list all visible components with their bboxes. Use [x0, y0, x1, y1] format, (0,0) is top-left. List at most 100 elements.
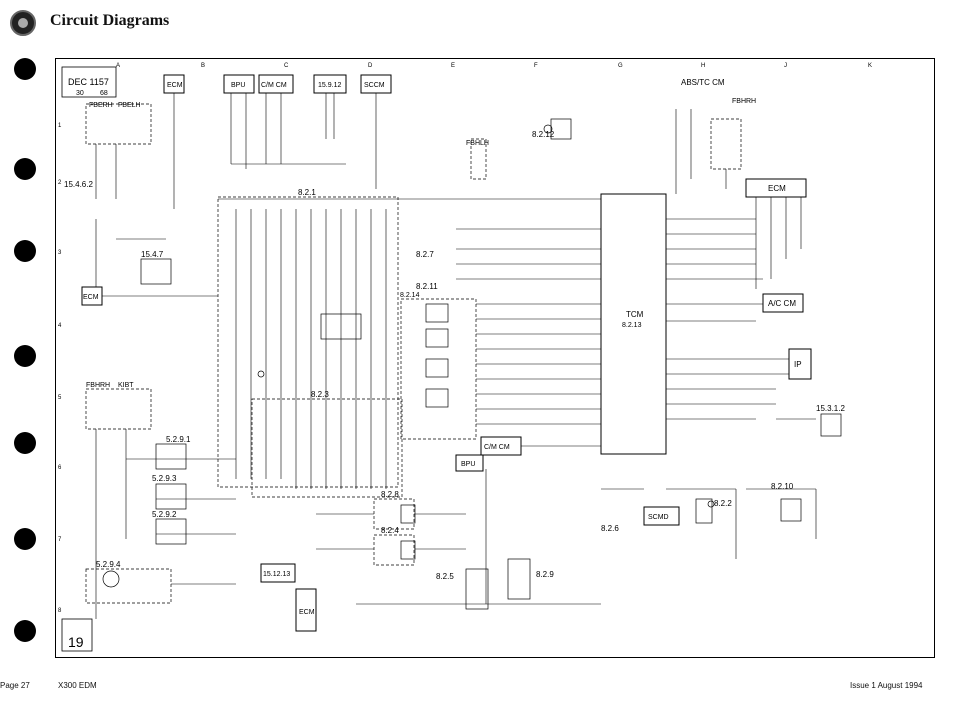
ref-829-label: 8.2.9: [536, 570, 554, 579]
ref-15312-label: 15.3.1.2: [816, 404, 845, 413]
bpu-mid-box: [455, 454, 484, 472]
grid-number: 5: [58, 395, 62, 401]
grid-number: 7: [58, 537, 62, 543]
ref-8211-label: 8.2.11: [416, 282, 438, 291]
binder-hole-icon: [14, 240, 36, 262]
ref-823-label: 8.2.3: [311, 390, 329, 399]
relay-icon: [155, 443, 187, 470]
sheet-date: DEC 1157: [68, 77, 109, 87]
ecm-right-label: ECM: [768, 184, 786, 193]
ref-1547-label: 15.4.7: [141, 250, 164, 259]
ref-151213-label: 15.12.13: [263, 571, 290, 578]
relay-icon: [820, 413, 842, 437]
grid-number: 8: [58, 608, 62, 614]
motor-icon: [102, 570, 120, 588]
grid-letter: A: [116, 63, 120, 69]
fbhlh-label: FBHLH: [466, 140, 489, 147]
module-5294-box: [85, 568, 172, 604]
tcm-ref-label: 8.2.13: [622, 322, 642, 329]
grid-letter: B: [201, 63, 205, 69]
tcm-label: TCM: [626, 310, 644, 319]
binder-hole-icon: [14, 158, 36, 180]
ref-1592-box: [313, 74, 347, 94]
fbhlh-box: [470, 138, 487, 180]
ref-828-label: 8.2.8: [381, 490, 399, 499]
accm-box: [762, 293, 804, 313]
bpu-top-label: BPU: [231, 82, 245, 89]
ecm-bottom-label: ECM: [299, 609, 315, 616]
grid-letter: D: [368, 63, 373, 69]
cmcm-top-label: C/M CM: [261, 82, 287, 89]
fberh-label: FBERH: [89, 102, 113, 109]
footer-page: Page 27: [0, 681, 30, 690]
sheet-number: 30: [76, 90, 84, 97]
ref-822-label: 8.2.2: [714, 499, 732, 508]
abs-tc-cm-label: ABS/TC CM: [681, 78, 725, 87]
relay-icon: [465, 568, 489, 610]
relay-icon: [425, 303, 449, 323]
ref-827-label: 8.2.7: [416, 250, 434, 259]
ref-824-label: 8.2.4: [381, 526, 399, 535]
page-title: Circuit Diagrams: [50, 12, 170, 29]
kibt-label: KIBT: [118, 382, 134, 389]
sccm-label: SCCM: [364, 82, 385, 89]
relay-icon: [425, 358, 449, 378]
ref-5293-label: 5.2.9.3: [152, 474, 177, 483]
module-821-box: [217, 196, 399, 488]
page-header: Circuit Diagrams: [0, 0, 960, 40]
ip-box: [788, 348, 812, 380]
scmd-label: SCMD: [648, 514, 669, 521]
ref-8210-label: 8.2.10: [771, 482, 794, 491]
fberh-box: [85, 103, 152, 145]
relay-icon: [400, 540, 416, 560]
sheet-total: 68: [100, 90, 108, 97]
lamp-icon: [257, 370, 265, 378]
relay-icon: [425, 388, 449, 408]
module-824-box: [373, 534, 415, 566]
accm-label: A/C CM: [768, 299, 796, 308]
module-823-box: [251, 398, 403, 498]
grid-number: 2: [58, 180, 62, 186]
ecm-top-label: ECM: [167, 82, 183, 89]
ref-821-label: 8.2.1: [298, 188, 316, 197]
ref-5291-label: 5.2.9.1: [166, 435, 191, 444]
relay-icon: [780, 498, 802, 522]
fbhrh-top-box: [710, 118, 742, 170]
fbelh-label: FBELH: [118, 102, 141, 109]
footer-doc: X300 EDM: [58, 681, 97, 690]
bpu-top-box: [223, 74, 255, 94]
cmcm-mid-label: C/M CM: [484, 444, 510, 451]
jaguar-logo-icon: [10, 10, 36, 36]
ref-826-label: 8.2.6: [601, 524, 619, 533]
ref-5294-label: 5.2.9.4: [96, 560, 121, 569]
ecm-bottom-box: [295, 588, 317, 632]
ref-1592-label: 15.9.12: [318, 82, 341, 89]
ref-8212-label: 8.2.12: [532, 130, 555, 139]
module-8214-box: [400, 298, 477, 440]
bpu-mid-label: BPU: [461, 461, 475, 468]
grid-letter: E: [451, 63, 455, 69]
fbhrh-kibt-box: [85, 388, 152, 430]
binder-hole-icon: [14, 620, 36, 642]
ref-5292-label: 5.2.9.2: [152, 510, 177, 519]
cmcm-top-box: [258, 74, 294, 94]
ip-label: IP: [794, 360, 802, 369]
chart-number: 19: [68, 634, 84, 650]
sheet-info-box: [61, 66, 117, 98]
ref-151213-box: [260, 563, 296, 583]
grid-letter: H: [701, 63, 705, 69]
grid-number: 4: [58, 323, 62, 329]
relay-icon: [155, 483, 187, 510]
switch-bank-icon: [320, 313, 362, 340]
binder-hole-icon: [14, 528, 36, 550]
relay-icon: [155, 518, 187, 545]
binder-hole-icon: [14, 58, 36, 80]
grid-number: 3: [58, 250, 62, 256]
relay-icon: [400, 504, 416, 524]
lamp-icon: [707, 500, 715, 508]
fbhrh-top-label: FBHRH: [732, 98, 756, 105]
